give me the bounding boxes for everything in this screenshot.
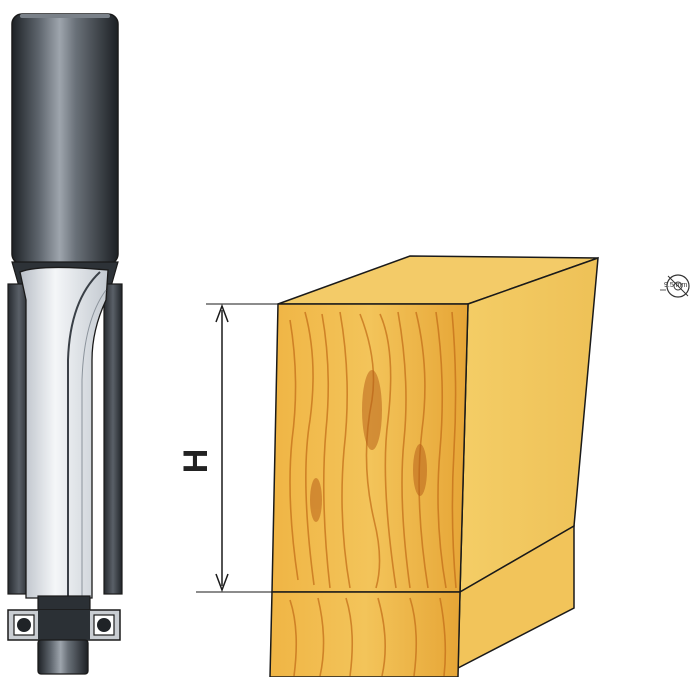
dimension-label-h: H: [177, 448, 215, 474]
height-dimension: [196, 303, 280, 593]
wood-block: [269, 255, 599, 677]
wood-grain: [289, 311, 457, 677]
flute-right: [103, 283, 123, 595]
router-bit: [7, 13, 123, 675]
wood-lower-front: [269, 591, 461, 677]
shank-diameter-icon: [660, 274, 690, 298]
pilot: [37, 639, 89, 675]
cutting-edge: [67, 271, 101, 598]
shank-diameter-text: 9.5 mm: [664, 282, 688, 289]
collar: [37, 595, 91, 611]
bearing: [7, 609, 121, 641]
wood-knots: [310, 370, 427, 522]
blade: [19, 266, 109, 599]
shank: [11, 13, 119, 265]
wood-side-face: [459, 256, 599, 594]
